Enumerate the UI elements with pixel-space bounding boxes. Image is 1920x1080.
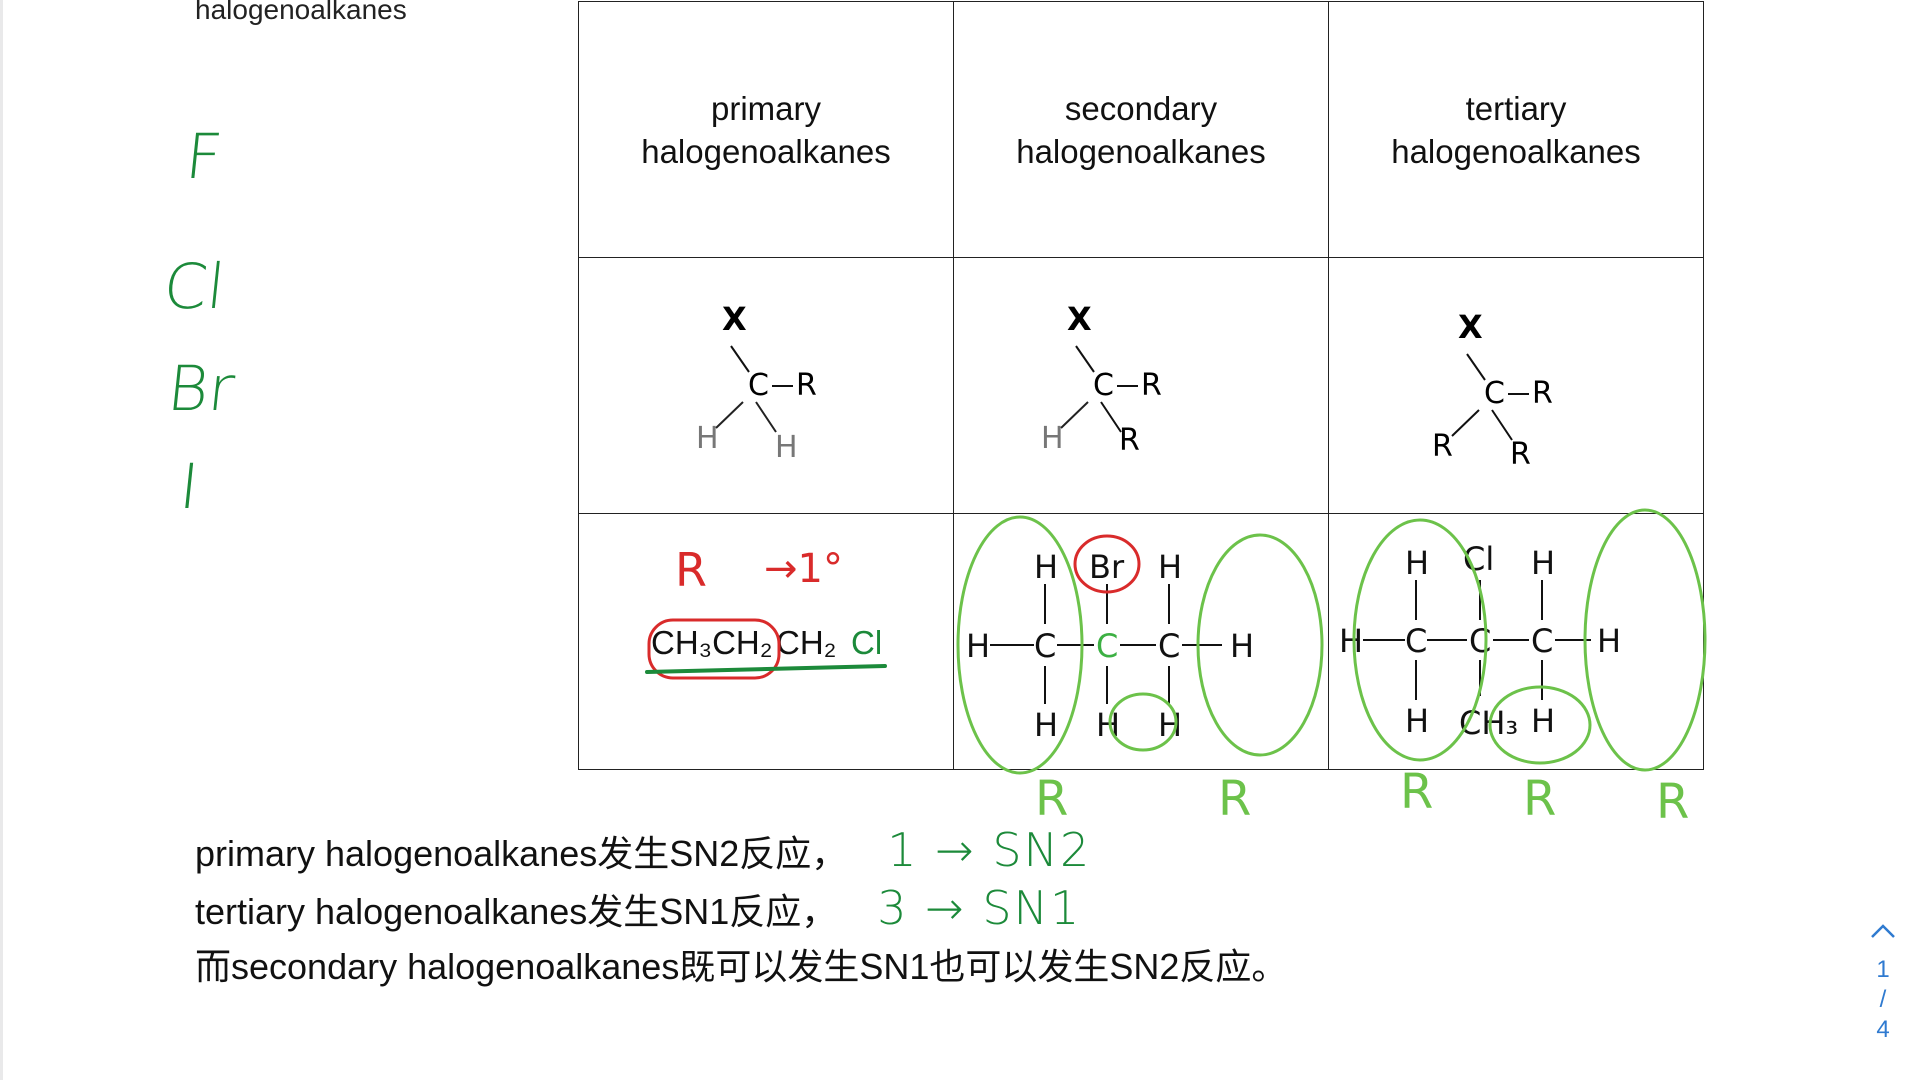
atom-h: H bbox=[1531, 702, 1555, 740]
atom-r: R bbox=[1432, 429, 1453, 464]
hand-note-sn1: 3 → SN1 bbox=[877, 881, 1082, 935]
atom-h: H bbox=[1158, 548, 1182, 586]
atom-x: X bbox=[1458, 308, 1483, 346]
atom-x: X bbox=[722, 300, 747, 338]
note-line-3: 而secondary halogenoalkanes既可以发生SN1也可以发生S… bbox=[195, 946, 1288, 987]
chevron-up-icon[interactable] bbox=[1858, 915, 1908, 955]
primary-example-diagram: CH₃CH₂ CH₂ Cl R →1° bbox=[645, 543, 887, 680]
structure-row: X C R H H X C R H R bbox=[578, 257, 1704, 514]
tertiary-example: H H C H Cl C CH₃ H C H H bbox=[1328, 513, 1704, 770]
atom-h: H bbox=[1096, 706, 1120, 744]
note-line-1: primary halogenoalkanes发生SN2反应，1 → SN2 bbox=[195, 823, 1092, 877]
primary-example: CH₃CH₂ CH₂ Cl R →1° bbox=[578, 513, 954, 770]
page-total: 4 bbox=[1876, 1016, 1890, 1043]
r-label: R bbox=[1656, 774, 1689, 830]
hand-note-sn2: 1 → SN2 bbox=[887, 823, 1092, 877]
secondary-example-diagram: H H C H Br C H H C H H bbox=[966, 534, 1254, 744]
atom-r: R bbox=[1532, 376, 1553, 411]
atom-h: H bbox=[1034, 548, 1058, 586]
tertiary-example-diagram: H H C H Cl C CH₃ H C H H bbox=[1339, 540, 1621, 742]
handwritten-halogen-list: F Cl Br I bbox=[160, 120, 260, 540]
atom-c: C bbox=[1405, 622, 1427, 660]
r-label: R bbox=[1218, 771, 1251, 827]
atom-c: C bbox=[1034, 627, 1056, 665]
atom-h: H bbox=[1041, 421, 1064, 456]
atom-h: H bbox=[775, 430, 798, 465]
tertiary-general-structure: X C R R R bbox=[1328, 257, 1704, 514]
halogen-i: I bbox=[176, 450, 203, 523]
page-separator: / bbox=[1879, 986, 1887, 1013]
atom-x: X bbox=[1067, 300, 1092, 338]
atom-h: H bbox=[1230, 627, 1254, 665]
red-circle-r-group bbox=[647, 618, 781, 680]
green-r-labels: R R R R R bbox=[1035, 764, 1689, 830]
atom-c: C bbox=[1484, 376, 1505, 411]
notes-paragraph: primary halogenoalkanes发生SN2反应，1 → SN2 t… bbox=[195, 823, 1287, 994]
page-edge bbox=[0, 0, 3, 1080]
tertiary-structure-diagram: X C R R R bbox=[1432, 308, 1553, 472]
green-underline bbox=[645, 664, 887, 674]
r-label: R bbox=[1523, 771, 1556, 827]
heading-fragment: halogenoalkanes bbox=[195, 0, 407, 25]
atom-c: C bbox=[1531, 622, 1553, 660]
halogen-br: Br bbox=[164, 352, 238, 425]
atom-c: C bbox=[748, 368, 769, 403]
atom-c-central: C bbox=[1469, 622, 1491, 660]
atom-c-central: C bbox=[1096, 627, 1118, 665]
atom-h: H bbox=[1597, 622, 1621, 660]
atom-h: H bbox=[1531, 544, 1555, 582]
annotation-r-red: R bbox=[675, 543, 707, 597]
atom-h: H bbox=[1405, 544, 1429, 582]
annotation-primary-degree: →1° bbox=[764, 546, 843, 592]
atom-c: C bbox=[1093, 368, 1114, 403]
atom-h: H bbox=[696, 421, 719, 456]
atom-h: H bbox=[1405, 702, 1429, 740]
secondary-general-structure: X C R H R bbox=[953, 257, 1329, 514]
secondary-structure-diagram: X C R H R bbox=[1041, 300, 1162, 458]
primary-general-structure: X C R H H bbox=[578, 257, 954, 514]
halogen-cl: Cl bbox=[160, 250, 229, 323]
atom-br: Br bbox=[1089, 548, 1125, 586]
secondary-example: H H C H Br C H H C H H bbox=[953, 513, 1329, 770]
note-line-2: tertiary halogenoalkanes发生SN1反应，3 → SN1 bbox=[195, 881, 1082, 935]
primary-structure-diagram: X C R H H bbox=[696, 300, 817, 465]
atom-r: R bbox=[1119, 423, 1140, 458]
atom-h: H bbox=[1339, 622, 1363, 660]
atom-h: H bbox=[1158, 706, 1182, 744]
group-ch3: CH₃ bbox=[1459, 704, 1518, 742]
atom-r: R bbox=[1141, 368, 1162, 403]
page-current: 1 bbox=[1876, 956, 1890, 983]
atom-cl: Cl bbox=[1463, 540, 1494, 578]
formula-ch2-part: CH₂ bbox=[776, 624, 836, 661]
formula-ethyl-part: CH₃CH₂ bbox=[651, 624, 773, 661]
atom-h: H bbox=[966, 627, 990, 665]
r-label: R bbox=[1035, 771, 1068, 827]
atom-r: R bbox=[796, 368, 817, 403]
r-label: R bbox=[1400, 764, 1433, 820]
formula-cl-part: Cl bbox=[851, 624, 882, 661]
atom-r: R bbox=[1510, 437, 1531, 472]
atom-c: C bbox=[1158, 627, 1180, 665]
page-navigator: 1 / 4 bbox=[1858, 915, 1908, 1045]
example-row: CH₃CH₂ CH₂ Cl R →1° H bbox=[578, 513, 1704, 770]
atom-h: H bbox=[1034, 706, 1058, 744]
halogen-f: F bbox=[182, 120, 226, 193]
